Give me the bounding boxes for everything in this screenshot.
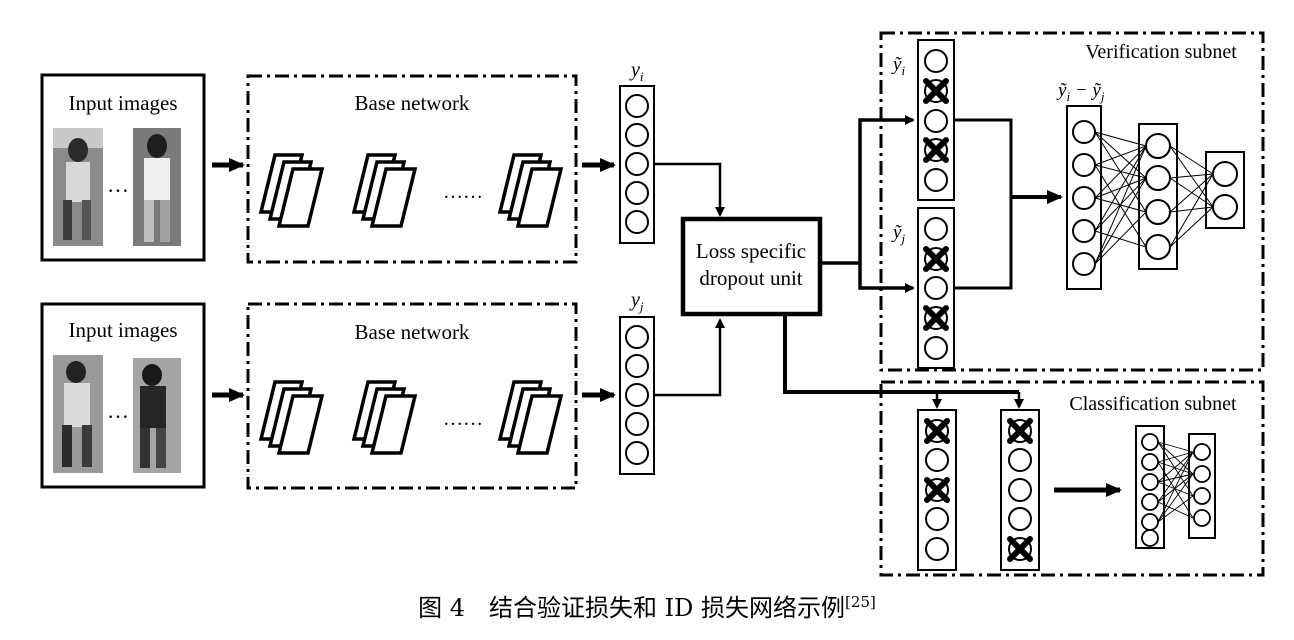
verification-label-yi: ỹi xyxy=(891,54,905,78)
dropout-cross-icon xyxy=(923,246,949,331)
input-images-panel-top: Input images … xyxy=(40,73,206,262)
classification-subnet: Classification subnet xyxy=(879,380,1265,577)
feature-map-stack xyxy=(497,380,564,455)
arrow xyxy=(654,162,725,217)
verification-subnet-title: Verification subnet xyxy=(1085,41,1237,63)
image-ellipsis: … xyxy=(107,398,129,423)
feature-map-stack xyxy=(258,153,325,228)
person-photo xyxy=(133,128,181,246)
feature-map-stack xyxy=(258,380,325,455)
feature-vector-yj: yj xyxy=(619,289,655,475)
arrow xyxy=(654,318,725,397)
person-photo xyxy=(133,358,181,473)
base-network-title: Base network xyxy=(355,320,470,344)
dropout-cross-icon xyxy=(1007,418,1033,562)
feature-label-yi: yi xyxy=(629,59,644,84)
person-photo xyxy=(53,355,103,473)
base-network-title: Base network xyxy=(355,91,470,115)
dropout-cross-icon xyxy=(923,78,949,163)
arrow xyxy=(820,115,915,265)
feature-map-stack xyxy=(351,153,418,228)
image-ellipsis: … xyxy=(107,172,129,197)
verification-subnet: Verification subnet ỹi ỹj ỹi − ỹj xyxy=(879,31,1265,372)
dropout-label-line2: dropout unit xyxy=(699,266,802,290)
caption-reference: [25] xyxy=(845,593,876,611)
feature-map-stack xyxy=(351,380,418,455)
person-photo xyxy=(53,128,103,246)
classification-subnet-title: Classification subnet xyxy=(1069,393,1237,415)
feature-vector-yi: yi xyxy=(619,59,655,244)
verification-label-yj: ỹj xyxy=(891,222,905,246)
base-network-bottom: Base network …… xyxy=(246,302,578,490)
connector xyxy=(954,118,1013,290)
dropout-cross-icon xyxy=(924,418,950,503)
connector xyxy=(783,314,1019,394)
difference-label: ỹi − ỹj xyxy=(1056,80,1105,104)
dropout-label-line1: Loss specific xyxy=(696,239,806,263)
feature-label-yj: yj xyxy=(629,289,644,314)
arrow xyxy=(858,263,915,293)
input-images-title: Input images xyxy=(68,91,177,115)
base-network-top: Base network …… xyxy=(246,74,578,264)
input-images-title: Input images xyxy=(68,318,177,342)
feature-map-stack xyxy=(497,153,564,228)
caption-text: 图 4 结合验证损失和 ID 损失网络示例 xyxy=(418,594,846,622)
network-dots: …… xyxy=(443,408,483,430)
figure-caption: 图 4 结合验证损失和 ID 损失网络示例[25] xyxy=(0,588,1294,623)
loss-specific-dropout-unit: Loss specific dropout unit xyxy=(680,216,823,317)
input-images-panel-bottom: Input images … xyxy=(40,302,206,489)
network-dots: …… xyxy=(443,181,483,203)
